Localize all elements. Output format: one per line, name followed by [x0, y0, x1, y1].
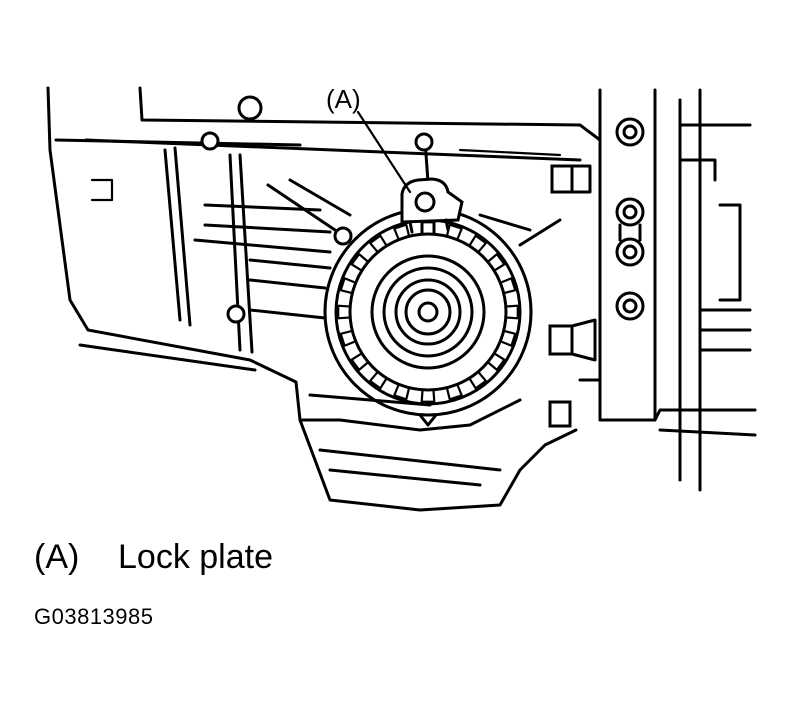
nut-notch [486, 253, 506, 272]
nut-notch [486, 352, 506, 371]
nut-notch [445, 383, 463, 401]
nut-notch [420, 388, 436, 403]
nut-notch [350, 352, 370, 371]
housing-ribs [90, 138, 562, 354]
legend-entry: (A) Lock plate [34, 538, 273, 577]
callout-label-a: (A) [326, 84, 361, 114]
extension-housing [323, 207, 533, 427]
nut-notch [339, 329, 357, 347]
figure-id: G03813985 [34, 604, 154, 629]
nut-notch [499, 277, 517, 295]
nut-notch [468, 234, 487, 254]
lock-plate [400, 177, 464, 236]
nut-notch [420, 221, 436, 236]
transmission-housing-drawing [46, 86, 757, 512]
right-flange [548, 88, 757, 492]
notched-nut [337, 221, 519, 403]
nut-notch [468, 370, 487, 390]
nut-notch [337, 304, 352, 320]
housing-bosses [200, 95, 434, 324]
legend-text: Lock plate [118, 538, 273, 576]
callout-leader-line [356, 110, 412, 194]
nut-notch [393, 383, 411, 401]
nut-notch [369, 370, 388, 390]
nut-notch [339, 277, 357, 295]
nut-notch [350, 253, 370, 272]
housing-outline [46, 86, 602, 512]
nut-notch [504, 304, 519, 320]
legend-code: (A) [34, 538, 80, 576]
nut-notch [499, 329, 517, 347]
nut-notch [369, 234, 388, 254]
nut-notch [393, 223, 411, 241]
